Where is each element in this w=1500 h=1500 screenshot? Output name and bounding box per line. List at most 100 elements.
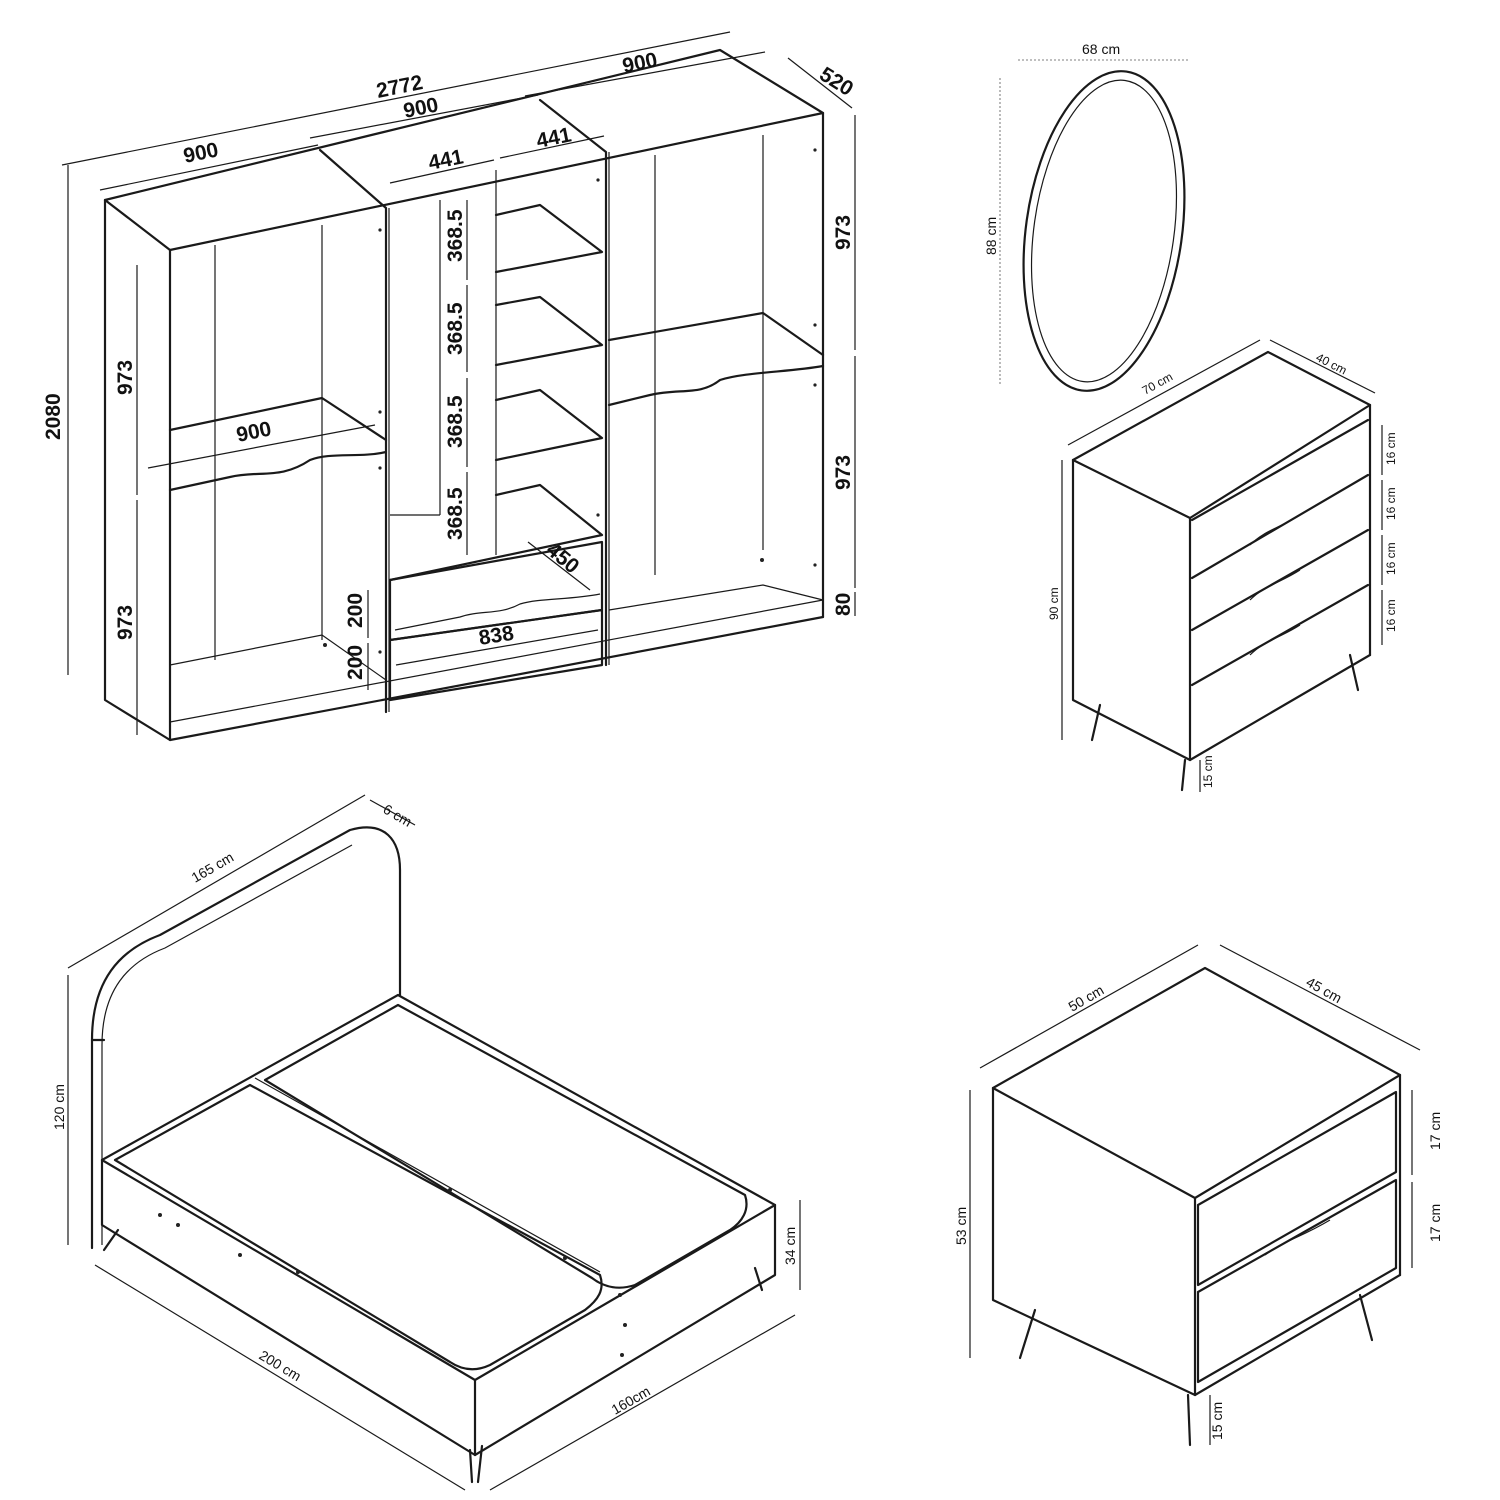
dim-drawer-width-label: 838 (477, 622, 516, 650)
dim-shelf-4-label: 368.5 (444, 487, 467, 540)
wardrobe-plinth-line (169, 599, 824, 723)
bed-panel-right (263, 1003, 748, 1289)
nightstand-drawing: 50 cm 45 cm 53 cm 17 cm 17 cm 15 cm (953, 944, 1443, 1447)
wardrobe-right-bottom (608, 584, 824, 611)
dim-rail-label: 900 (234, 417, 273, 447)
dresser-leg-back (1090, 703, 1102, 742)
dim-dresser-height-label: 90 cm (1047, 587, 1061, 620)
wardrobe-drawer-bottom (388, 608, 604, 702)
dim-mirror-width-label: 68 cm (1082, 41, 1120, 57)
dresser-side (1071, 458, 1192, 762)
wardrobe-drawer-top-handle (394, 593, 601, 631)
wardrobe-left-shelf-front (168, 450, 388, 492)
nightstand-drawer-top (1196, 1090, 1398, 1287)
dim-bed-length-label: 200 cm (256, 1347, 304, 1384)
wardrobe-middle-shelf-1 (494, 203, 604, 274)
dresser-drawing: 70 cm 40 cm 90 cm 16 cm 16 cm 16 cm 16 c… (1047, 339, 1398, 792)
dim-bed-frame-height-label: 34 cm (782, 1227, 798, 1265)
dim-bed-thickness-label: 6 cm (381, 801, 415, 830)
dresser-handle-3 (1249, 624, 1301, 656)
dim-section-middle-label: 900 (401, 93, 440, 123)
nightstand-top (991, 966, 1402, 1200)
dim-left-upper-label: 973 (114, 360, 137, 395)
dim-left-lower-label: 973 (114, 605, 137, 640)
dim-dresser-width-label: 70 cm (1140, 370, 1175, 398)
dim-inner-right-label: 441 (534, 123, 573, 153)
dim-drawer-bottom-label: 200 (344, 645, 367, 680)
wardrobe-drawing: 2772 900 900 900 520 2080 441 441 973 97… (42, 31, 857, 742)
bed-screw-dots (158, 1188, 627, 1357)
dim-mirror-height-label: 88 cm (983, 217, 999, 255)
dim-nightstand-height-label: 53 cm (953, 1207, 969, 1245)
dim-right-upper-label: 973 (832, 215, 855, 250)
bed-headboard-inner (101, 844, 353, 1245)
dim-plinth-label: 80 (832, 593, 855, 616)
bed-leg-front-2 (476, 1444, 484, 1484)
dim-right-lower-label: 973 (832, 455, 855, 490)
dim-dresser-drawer-1-label: 16 cm (1384, 432, 1398, 465)
dim-bed-length-line (94, 1264, 466, 1491)
dim-nightstand-drawer-top-label: 17 cm (1427, 1112, 1443, 1150)
nightstand-leg-back (1018, 1308, 1037, 1360)
bed-drawing: 165 cm 6 cm 120 cm 34 cm 200 cm 160cm (51, 794, 801, 1491)
dim-dresser-width-line (1067, 339, 1261, 446)
wardrobe-divider-right (538, 98, 608, 667)
dim-nightstand-drawer-bottom-label: 17 cm (1427, 1204, 1443, 1242)
dim-shelf-1-label: 368.5 (444, 209, 467, 262)
wardrobe-middle-shelf-4 (388, 483, 604, 582)
dim-bed-headboard-width-line (67, 794, 366, 969)
dim-section-middle-line (309, 94, 539, 139)
wardrobe-hinge-dots (323, 148, 817, 654)
mirror-outer (1022, 70, 1186, 392)
dim-drawer-top-label: 200 (344, 593, 367, 628)
wardrobe-left-shelf (168, 396, 388, 442)
dim-shelf-2-label: 368.5 (444, 302, 467, 355)
nightstand-base (1193, 1273, 1402, 1397)
wardrobe-base (168, 615, 825, 742)
dresser-leg-right (1348, 653, 1360, 692)
bed-frame-side (100, 1158, 477, 1457)
dim-total-width-line (61, 31, 731, 166)
dim-drawer-depth-line (527, 541, 591, 591)
dim-depth-line (787, 57, 853, 109)
bed-frame-foot (473, 1203, 777, 1457)
dim-bed-headboard-width-label: 165 cm (189, 849, 237, 886)
dim-section-left-line (99, 144, 319, 191)
dresser-drawer-4 (1190, 583, 1370, 687)
dim-dresser-leg-label: 15 cm (1201, 755, 1215, 788)
bed-panel-left (113, 1083, 603, 1371)
dresser-top (1071, 350, 1372, 520)
dresser-base (1188, 653, 1372, 762)
dresser-leg-front (1180, 758, 1187, 792)
dim-nightstand-width-label: 50 cm (1066, 982, 1107, 1015)
dim-bed-width-line (489, 1314, 796, 1491)
bed-leg-front (468, 1448, 474, 1484)
dim-inner-left-label: 441 (426, 145, 465, 175)
bed-leg-right (753, 1266, 764, 1292)
dim-dresser-drawer-4-label: 16 cm (1384, 599, 1398, 632)
wardrobe-right-shelf-front (607, 364, 825, 407)
nightstand-leg-right (1358, 1293, 1374, 1342)
nightstand-side (991, 1086, 1197, 1397)
dresser-drawer-1 (1190, 418, 1370, 522)
wardrobe-left-bottom (169, 634, 387, 681)
nightstand-drawer-bottom (1196, 1178, 1398, 1384)
dim-dresser-depth-line (1269, 339, 1376, 394)
wardrobe-middle-shelf-3 (494, 388, 604, 462)
dim-nightstand-depth-label: 45 cm (1304, 974, 1345, 1006)
dim-section-right-line (524, 51, 766, 97)
dim-rail-line (147, 424, 376, 469)
wardrobe-divider-left (318, 148, 388, 714)
dim-drawer-depth-label: 450 (542, 538, 584, 578)
dim-nightstand-width-line (979, 944, 1199, 1069)
dim-height-label: 2080 (42, 393, 65, 440)
dim-nightstand-depth-line (1219, 944, 1421, 1051)
dresser-handle-2 (1249, 569, 1301, 601)
bed-center-rail (254, 1077, 601, 1273)
dim-shelf-3-label: 368.5 (444, 395, 467, 448)
dim-bed-height-label: 120 cm (51, 1084, 67, 1130)
bed-leg-back-left (102, 1228, 120, 1252)
dim-bed-width-label: 160cm (609, 1383, 653, 1418)
nightstand-handle (1264, 1219, 1331, 1256)
